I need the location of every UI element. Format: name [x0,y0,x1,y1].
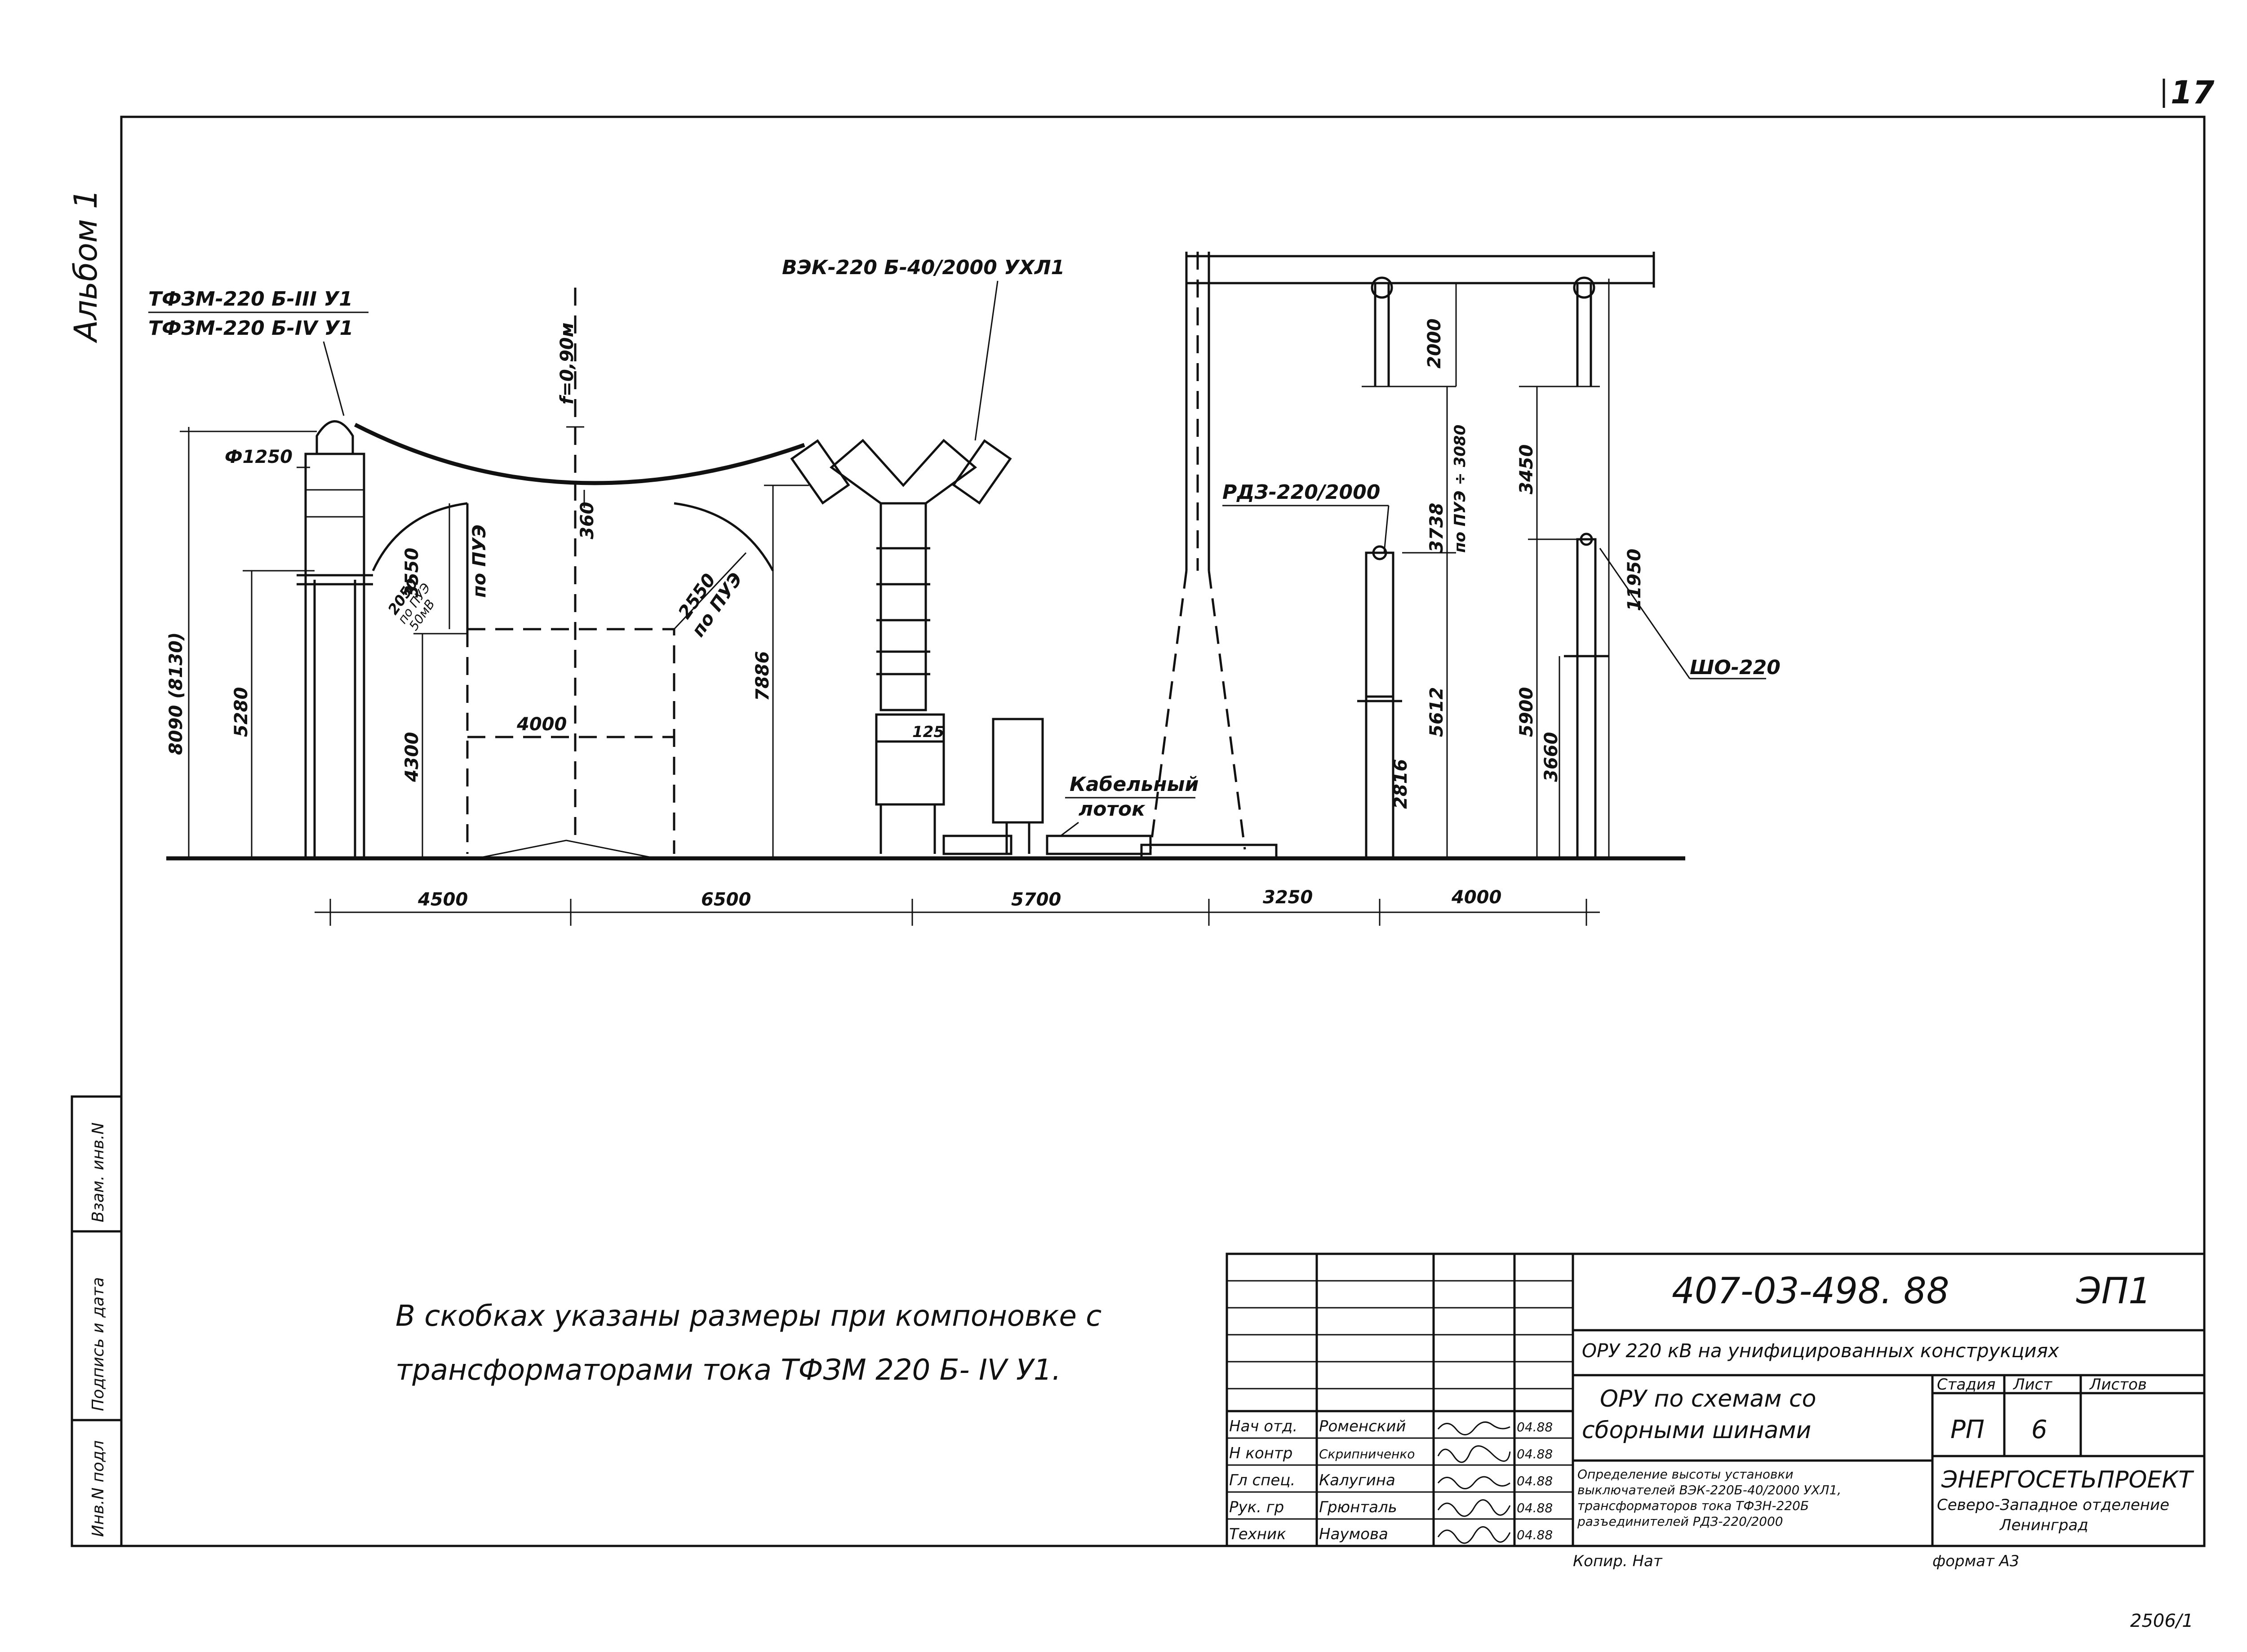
side-stamp-sign-date: Подпись и дата [89,1277,107,1411]
staff-name: Калугина [1319,1471,1395,1489]
current-transformer [297,420,373,860]
staff-role: Гл спец. [1229,1471,1295,1489]
support-insulator-label: ШО-220 [1690,656,1781,679]
dim-x-4500: 4500 [417,889,468,910]
cable-tray-label-1: Кабельный [1070,773,1199,796]
diameter-label: Ф1250 [225,447,293,467]
dim-360: 360 [577,502,598,540]
org-city: Ленинград [1999,1516,2088,1534]
staff-name: Скрипниченко [1319,1447,1415,1461]
staff-name: Грюнталь [1319,1498,1397,1516]
dim-3550-note: по ПУЭ [469,524,490,598]
staff-date: 04.88 [1517,1474,1553,1488]
ct-label-bottom: ТФЗМ-220 Б-IV У1 [148,317,353,340]
org-name: ЭНЕРГОСЕТЬПРОЕКТ [1941,1466,2194,1493]
archive-number: 2506/1 [2130,1611,2194,1631]
staff-role: Нач отд. [1229,1417,1297,1435]
drawing-title-2: выключателей ВЭК-220Б-40/2000 УХЛ1, [1577,1483,1841,1497]
staff-table: Нач отд. Роменский 04.88 Н контр Скрипни… [1229,1417,1553,1543]
note-line-1: В скобках указаны размеры при компоновке… [395,1300,1101,1333]
side-stamp: Взам. инв.N Подпись и дата Инв.N подл [71,1095,123,1547]
dim-3450: 3450 [1516,444,1537,494]
ct-label-top: ТФЗМ-220 Б-III У1 [148,288,353,311]
dim-3550: 3550 [402,548,422,598]
org-branch: Северо-Западное отделение [1937,1496,2169,1514]
dim-sag: f=0,90м [557,323,577,404]
dim-3660: 3660 [1541,732,1562,782]
staff-name: Наумова [1319,1525,1388,1543]
project-title: ОРУ 220 кВ на унифицированных конструкци… [1582,1340,2060,1362]
drawing-title-1: Определение высоты установки [1577,1467,1794,1482]
drawing-title-4: разъединителей РДЗ-220/2000 [1577,1514,1783,1529]
dim-5612: 5612 [1426,687,1447,737]
hanging-insulator-2 [1519,276,1600,387]
dim-125: 125 [912,723,944,741]
staff-date: 04.88 [1517,1420,1553,1434]
side-stamp-inv-replace: Взам. инв.N [89,1123,107,1222]
dim-3738: 3738 [1426,503,1447,553]
dim-2000: 2000 [1424,319,1445,369]
disconnector-label: РДЗ-220/2000 [1222,481,1380,504]
support-insulator [1564,533,1609,858]
portal-structure [1140,252,1655,860]
horizontal-dims [329,899,1587,926]
signatures [1437,1421,1511,1544]
doc-code: 407-03-498. 88 [1672,1270,1949,1312]
sheets-header: Листов [2089,1376,2147,1394]
drawing-frame [120,115,2206,1547]
staff-name: Роменский [1319,1417,1406,1435]
page-number: 17 [2171,74,2215,111]
dim-11950: 11950 [1624,549,1645,611]
breaker-label: ВЭК-220 Б-40/2000 УХЛ1 [782,256,1065,279]
sheet-header: Лист [2012,1376,2052,1394]
control-cabinet [992,718,1044,824]
dim-4300: 4300 [402,732,422,782]
dim-4000-mid: 4000 [516,714,567,735]
dim-5280: 5280 [231,687,252,737]
staff-role: Техник [1229,1525,1286,1543]
dim-7886: 7886 [752,651,773,701]
subject-line-2: сборными шинами [1582,1417,1811,1444]
note-line-2: трансформаторами тока ТФЗМ 220 Б- IV У1. [395,1354,1061,1387]
album-label: Альбом 1 [67,189,104,343]
staff-role: Н контр [1229,1444,1292,1462]
title-block [1226,1252,2206,1547]
side-stamp-inv-orig: Инв.N подл [89,1440,107,1537]
disconnector [1357,545,1402,858]
hanging-insulator-1 [1362,276,1456,387]
dim-2816: 2816 [1390,759,1411,809]
dim-8090: 8090 (8130) [166,632,187,755]
dim-x-3250: 3250 [1263,887,1313,908]
cable-tray-label-2: лоток [1079,798,1146,821]
format-label: формат А3 [1932,1552,2019,1570]
breaker [790,439,1012,855]
drawing-title-3: трансформаторов тока ТФЗН-220Б [1577,1498,1809,1513]
stage-value: РП [1950,1415,1985,1444]
sheet-value: 6 [2031,1415,2047,1444]
doc-suffix: ЭП1 [2076,1270,2151,1312]
subject-line-1: ОРУ по схемам со [1600,1386,1816,1412]
dim-x-5700: 5700 [1011,889,1061,910]
staff-date: 04.88 [1517,1528,1553,1542]
staff-date: 04.88 [1517,1447,1553,1461]
cable-tray [1046,835,1152,855]
flexible-bus [354,422,805,485]
dim-3738-note: по ПУЭ ÷ 3080 [1451,425,1469,553]
copied-by: Копир. Нат [1573,1552,1663,1570]
staff-date: 04.88 [1517,1501,1553,1515]
dim-x-6500: 6500 [701,889,751,910]
dim-x-4000: 4000 [1451,887,1501,908]
stage-header: Стадия [1937,1376,1995,1394]
staff-role: Рук. гр [1229,1498,1284,1516]
dim-5900: 5900 [1516,687,1537,737]
